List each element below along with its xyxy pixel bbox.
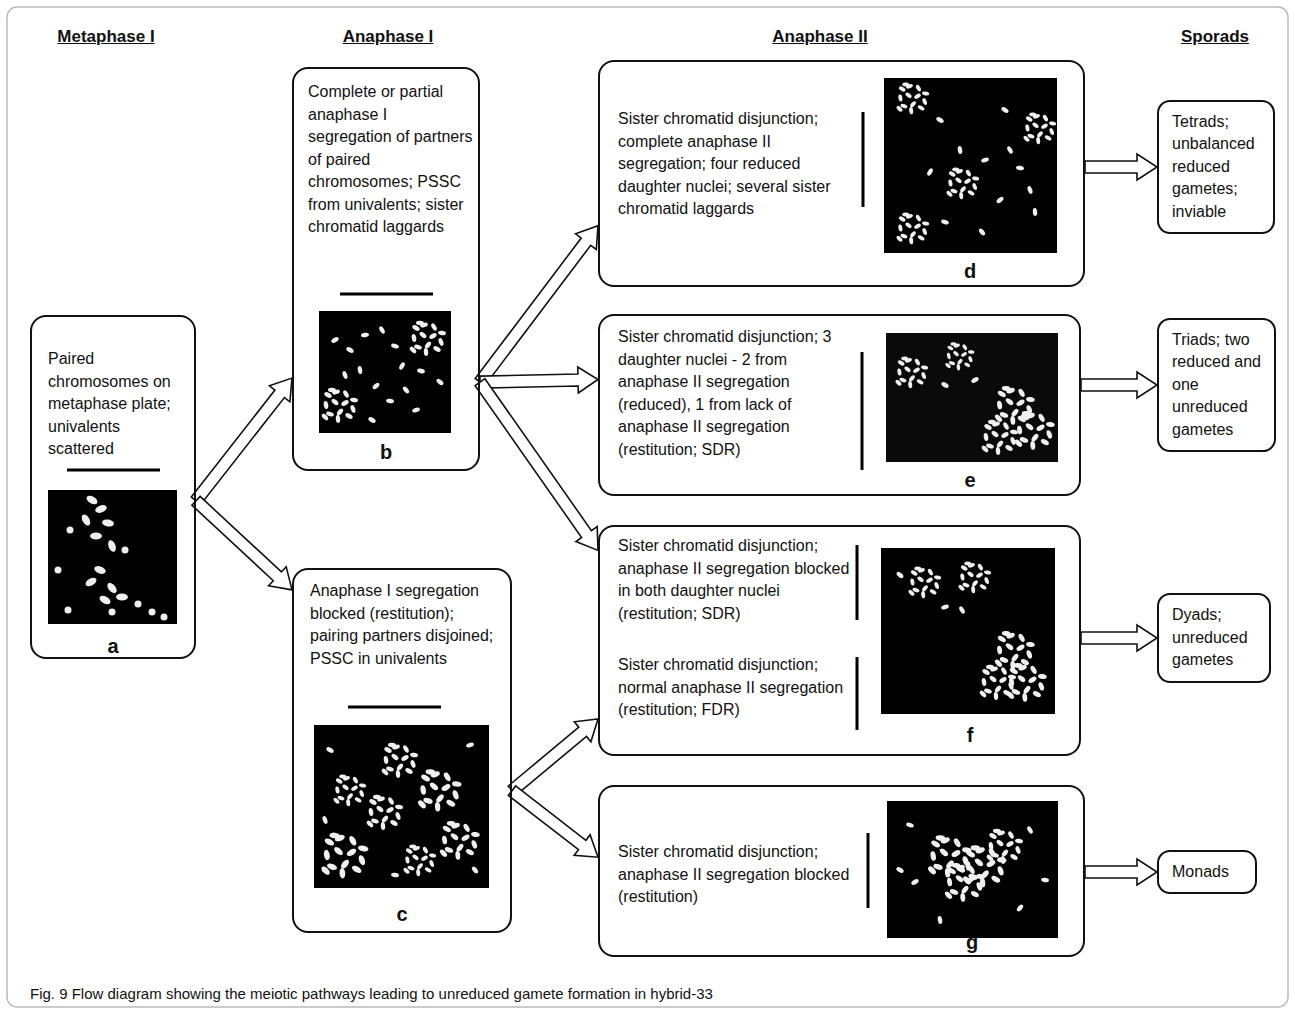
flow-arrow xyxy=(508,786,598,857)
flow-arrow xyxy=(192,496,292,590)
micrograph xyxy=(884,78,1057,253)
stage-box: Anaphase I segregation blocked (restitut… xyxy=(292,568,512,933)
stage-box: Complete or partial anaphase I segregati… xyxy=(292,67,480,471)
panel-letter: e xyxy=(950,469,990,491)
column-header: Sporads xyxy=(1181,27,1249,47)
flow-arrow xyxy=(1081,372,1157,398)
panel-letter: c xyxy=(294,903,510,925)
flow-arrow xyxy=(191,378,292,504)
panel-letter: f xyxy=(950,724,990,746)
micrograph xyxy=(881,548,1055,714)
micrograph xyxy=(887,801,1058,938)
outcome-box: Dyads; unreduced gametes xyxy=(1157,593,1271,683)
stage-description: Sister chromatid disjunction; anaphase I… xyxy=(618,841,862,909)
stage-box: Paired chromosomes on metaphase plate; u… xyxy=(30,315,196,659)
column-header: Anaphase I xyxy=(343,27,434,47)
flow-arrow xyxy=(1085,154,1157,180)
panel-letter: a xyxy=(32,635,194,657)
stage-description: Sister chromatid disjunction; anaphase I… xyxy=(618,535,854,625)
micrograph xyxy=(314,725,489,888)
outcome-text: Tetrads; unbalanced reduced gametes; inv… xyxy=(1159,102,1273,233)
outcome-text: Dyads; unreduced gametes xyxy=(1159,595,1269,681)
stage-description: Anaphase I segregation blocked (restitut… xyxy=(310,580,504,670)
stage-box: Sister chromatid disjunction; anaphase I… xyxy=(598,785,1085,957)
outcome-text: Monads xyxy=(1159,852,1255,893)
stage-description: Sister chromatid disjunction; complete a… xyxy=(618,108,858,221)
stage-description: Paired chromosomes on metaphase plate; u… xyxy=(48,348,184,461)
micrograph xyxy=(48,490,177,624)
outcome-box: Triads; two reduced and one unreduced ga… xyxy=(1157,318,1276,453)
flow-arrow xyxy=(1081,625,1157,651)
outcome-box: Monads xyxy=(1157,850,1257,895)
micrograph xyxy=(319,311,451,433)
micrograph xyxy=(886,333,1058,462)
figure-caption: Fig. 9 Flow diagram showing the meiotic … xyxy=(30,985,713,1003)
flow-arrow xyxy=(1085,859,1157,885)
stage-box: Sister chromatid disjunction; anaphase I… xyxy=(598,525,1081,756)
stage-description: Sister chromatid disjunction; 3 daughter… xyxy=(618,326,858,461)
stage-box: Sister chromatid disjunction; 3 daughter… xyxy=(598,314,1081,496)
panel-letter: g xyxy=(952,931,992,953)
flow-arrow xyxy=(480,367,598,393)
panel-letter: b xyxy=(294,441,478,463)
flow-arrow xyxy=(508,719,598,795)
flow-arrow xyxy=(475,226,598,386)
scale-bar xyxy=(67,112,868,908)
flow-arrow xyxy=(475,379,598,551)
panel-letter: d xyxy=(950,260,990,282)
stage-box: Sister chromatid disjunction; complete a… xyxy=(598,60,1085,287)
outcome-box: Tetrads; unbalanced reduced gametes; inv… xyxy=(1157,100,1275,235)
stage-description: Complete or partial anaphase I segregati… xyxy=(308,81,474,239)
column-header: Metaphase I xyxy=(57,27,154,47)
stage-description: Sister chromatid disjunction; normal ana… xyxy=(618,654,854,722)
column-header: Anaphase II xyxy=(772,27,867,47)
outcome-text: Triads; two reduced and one unreduced ga… xyxy=(1159,320,1274,451)
